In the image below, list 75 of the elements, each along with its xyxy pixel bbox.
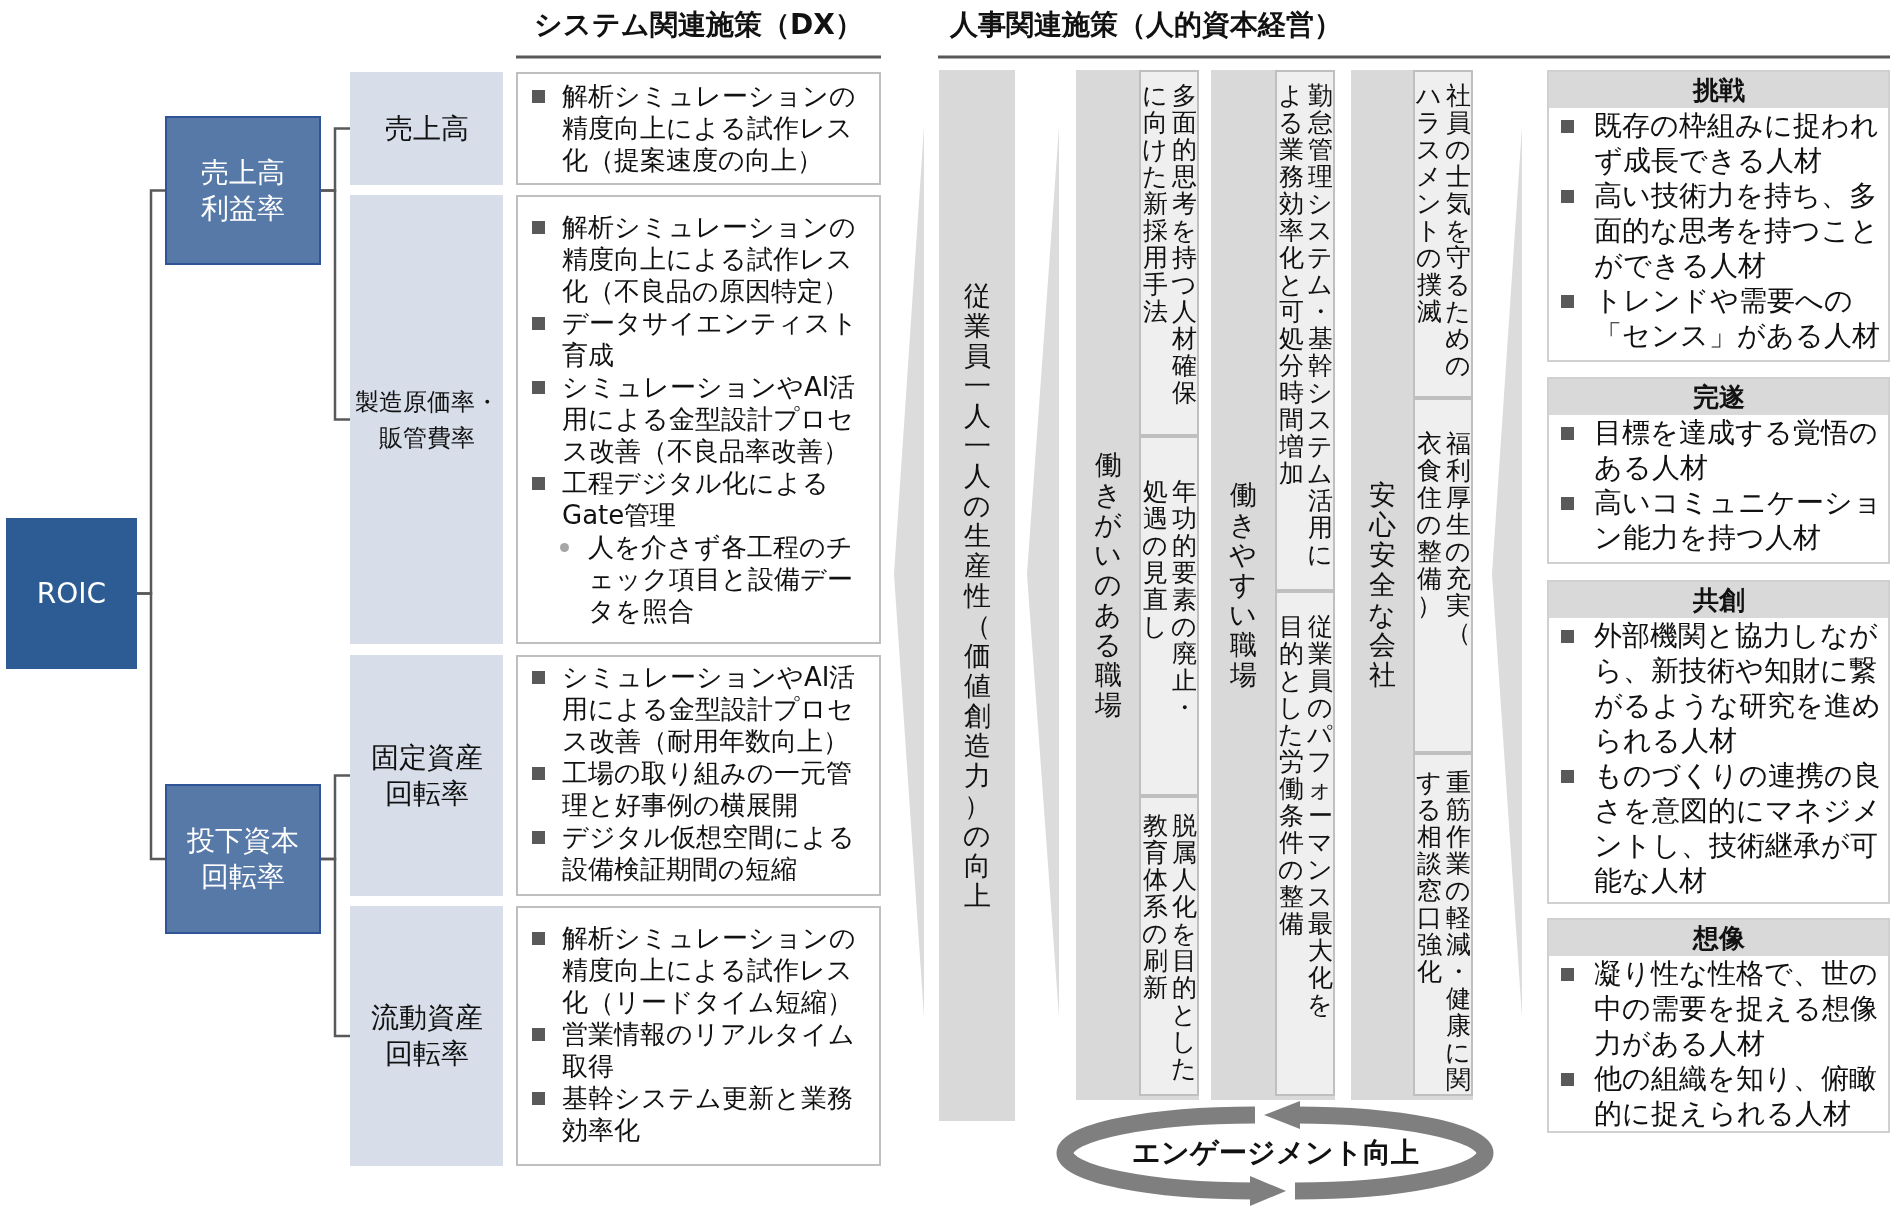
node-label: 従業員のパフォーマンス最大化を目的とした労働条件の整備 <box>1277 613 1333 1018</box>
node-label: 働きやすい職場 <box>1229 480 1257 690</box>
node-label: 従業員一人一人の生産性（価値創造力）の向上 <box>963 280 991 911</box>
bullet-text: 工程デジタル化によるGate管理 <box>562 467 830 531</box>
bullet-text: シミュレーションやAI活用による金型設計プロセス改善（耐用年数向上） <box>562 661 857 757</box>
bullet-text: ものづくりの連携の良さを意図的にマネジメントし、技術継承が可能な人材 <box>1594 758 1882 898</box>
bullet-text: 人を介さず各工程のチェック項目と設備データを照合 <box>588 531 854 627</box>
connector-line <box>321 857 350 1038</box>
node-label: 福利厚生の充実（衣食住の整備） <box>1415 430 1471 646</box>
node-label: 投下資本回転率 <box>186 823 300 895</box>
root-box <box>6 518 137 669</box>
cycle-label: エンゲージメント向上 <box>1130 1135 1420 1171</box>
node-label: 製造原価率・販管費率 <box>353 386 500 454</box>
theme-band <box>939 70 1015 1121</box>
node-label: 固定資産回転率 <box>369 739 484 812</box>
bullet-text: 他の組織を知り、俯瞰的に捉えられる人材 <box>1594 1061 1878 1131</box>
node-label: 流動資産回転率 <box>369 1000 484 1072</box>
bullet-text: 高いコミュニケーション能力を持つ人材 <box>1594 485 1883 555</box>
bullet-text: 基幹システム更新と業務効率化 <box>562 1082 854 1146</box>
metric-box <box>350 655 503 896</box>
bullet-text: 営業情報のリアルタイム取得 <box>562 1018 856 1082</box>
connector-line <box>321 189 350 421</box>
bullet-text: 外部機関と協力しながら、新技術や知財に繋がるような研究を進められる人材 <box>1594 618 1882 758</box>
talent-box <box>1547 580 1890 904</box>
section-heading: 完遂 <box>1549 379 1888 415</box>
node-label: 安心安全な会社 <box>1368 480 1396 690</box>
metric-box <box>350 72 503 185</box>
node-label: 勤怠管理システム・基幹システム活用による業務効率化と可処分時間増加 <box>1277 82 1333 568</box>
bullet-text: データサイエンティスト育成 <box>562 307 859 371</box>
measure-box <box>516 195 881 644</box>
theme-band <box>1076 70 1199 1100</box>
bullet-text: 解析シミュレーションの精度向上による試作レス化（不良品の原因特定） <box>562 211 857 307</box>
connector-line <box>137 592 165 861</box>
bullet-text: 凝り性な性格で、世の中の需要を捉える想像力がある人材 <box>1594 956 1879 1061</box>
section-title: 人事関連施策（人的資本経営） <box>950 7 1342 43</box>
node-label: 働きがいのある職場 <box>1093 450 1122 720</box>
bullet-text: 目標を達成する覚悟のある人材 <box>1594 415 1879 485</box>
bullet-text: シミュレーションやAI活用による金型設計プロセス改善（不良品率改善） <box>562 371 857 467</box>
metric-box <box>165 784 321 934</box>
measure-box <box>1275 591 1335 1096</box>
section-title: システム関連施策（DX） <box>533 7 864 43</box>
node-label: ROIC <box>36 575 107 612</box>
metric-box <box>350 906 503 1166</box>
section-heading: 共創 <box>1549 582 1888 618</box>
section-heading: 想像 <box>1549 920 1888 956</box>
node-label: 脱属人化を目的とした教育体系の刷新 <box>1141 812 1197 1082</box>
talent-box <box>1547 70 1890 362</box>
measure-box <box>1413 70 1473 398</box>
node-label: 年功的要素の廃止・処遇の見直し <box>1141 478 1197 721</box>
bullet-text: 解析シミュレーションの精度向上による試作レス化（提案速度の向上） <box>562 80 857 176</box>
bullet-text: トレンドや需要への「センス」がある人材 <box>1594 283 1881 353</box>
metric-box <box>165 116 321 265</box>
node-label: 売上高 <box>384 110 469 147</box>
node-label: 社員の士気を守るためのハラスメントの撲滅 <box>1415 82 1471 379</box>
measure-box <box>516 655 881 896</box>
node-label: 重筋作業の軽減・健康に関する相談窓口強化 <box>1415 769 1471 1093</box>
measure-box <box>1413 398 1473 753</box>
bullet-text: 高い技術力を持ち、多面的な思考を持つことができる人材 <box>1594 178 1880 283</box>
node-label: 売上高利益率 <box>200 154 286 227</box>
section-heading: 挑戦 <box>1549 72 1888 108</box>
measure-box <box>1139 796 1199 1096</box>
measure-box <box>1139 70 1199 436</box>
metric-box <box>350 195 503 644</box>
measure-box <box>516 72 881 185</box>
talent-box <box>1547 918 1890 1133</box>
measure-box <box>516 906 881 1166</box>
bullet-text: 解析シミュレーションの精度向上による試作レス化（リードタイム短縮） <box>562 922 857 1018</box>
bullet-text: 既存の枠組みに捉われず成長できる人材 <box>1594 108 1880 178</box>
theme-band <box>1351 70 1473 1100</box>
bullet-text: デジタル仮想空間による設備検証期間の短縮 <box>562 821 856 885</box>
node-label: 多面的思考を持つ人材確保に向けた新採用手法 <box>1141 82 1197 406</box>
theme-band <box>1211 70 1335 1100</box>
measure-box <box>1139 436 1199 796</box>
talent-box <box>1547 377 1890 564</box>
bullet-text: 工場の取り組みの一元管理と好事例の横展開 <box>562 757 853 821</box>
